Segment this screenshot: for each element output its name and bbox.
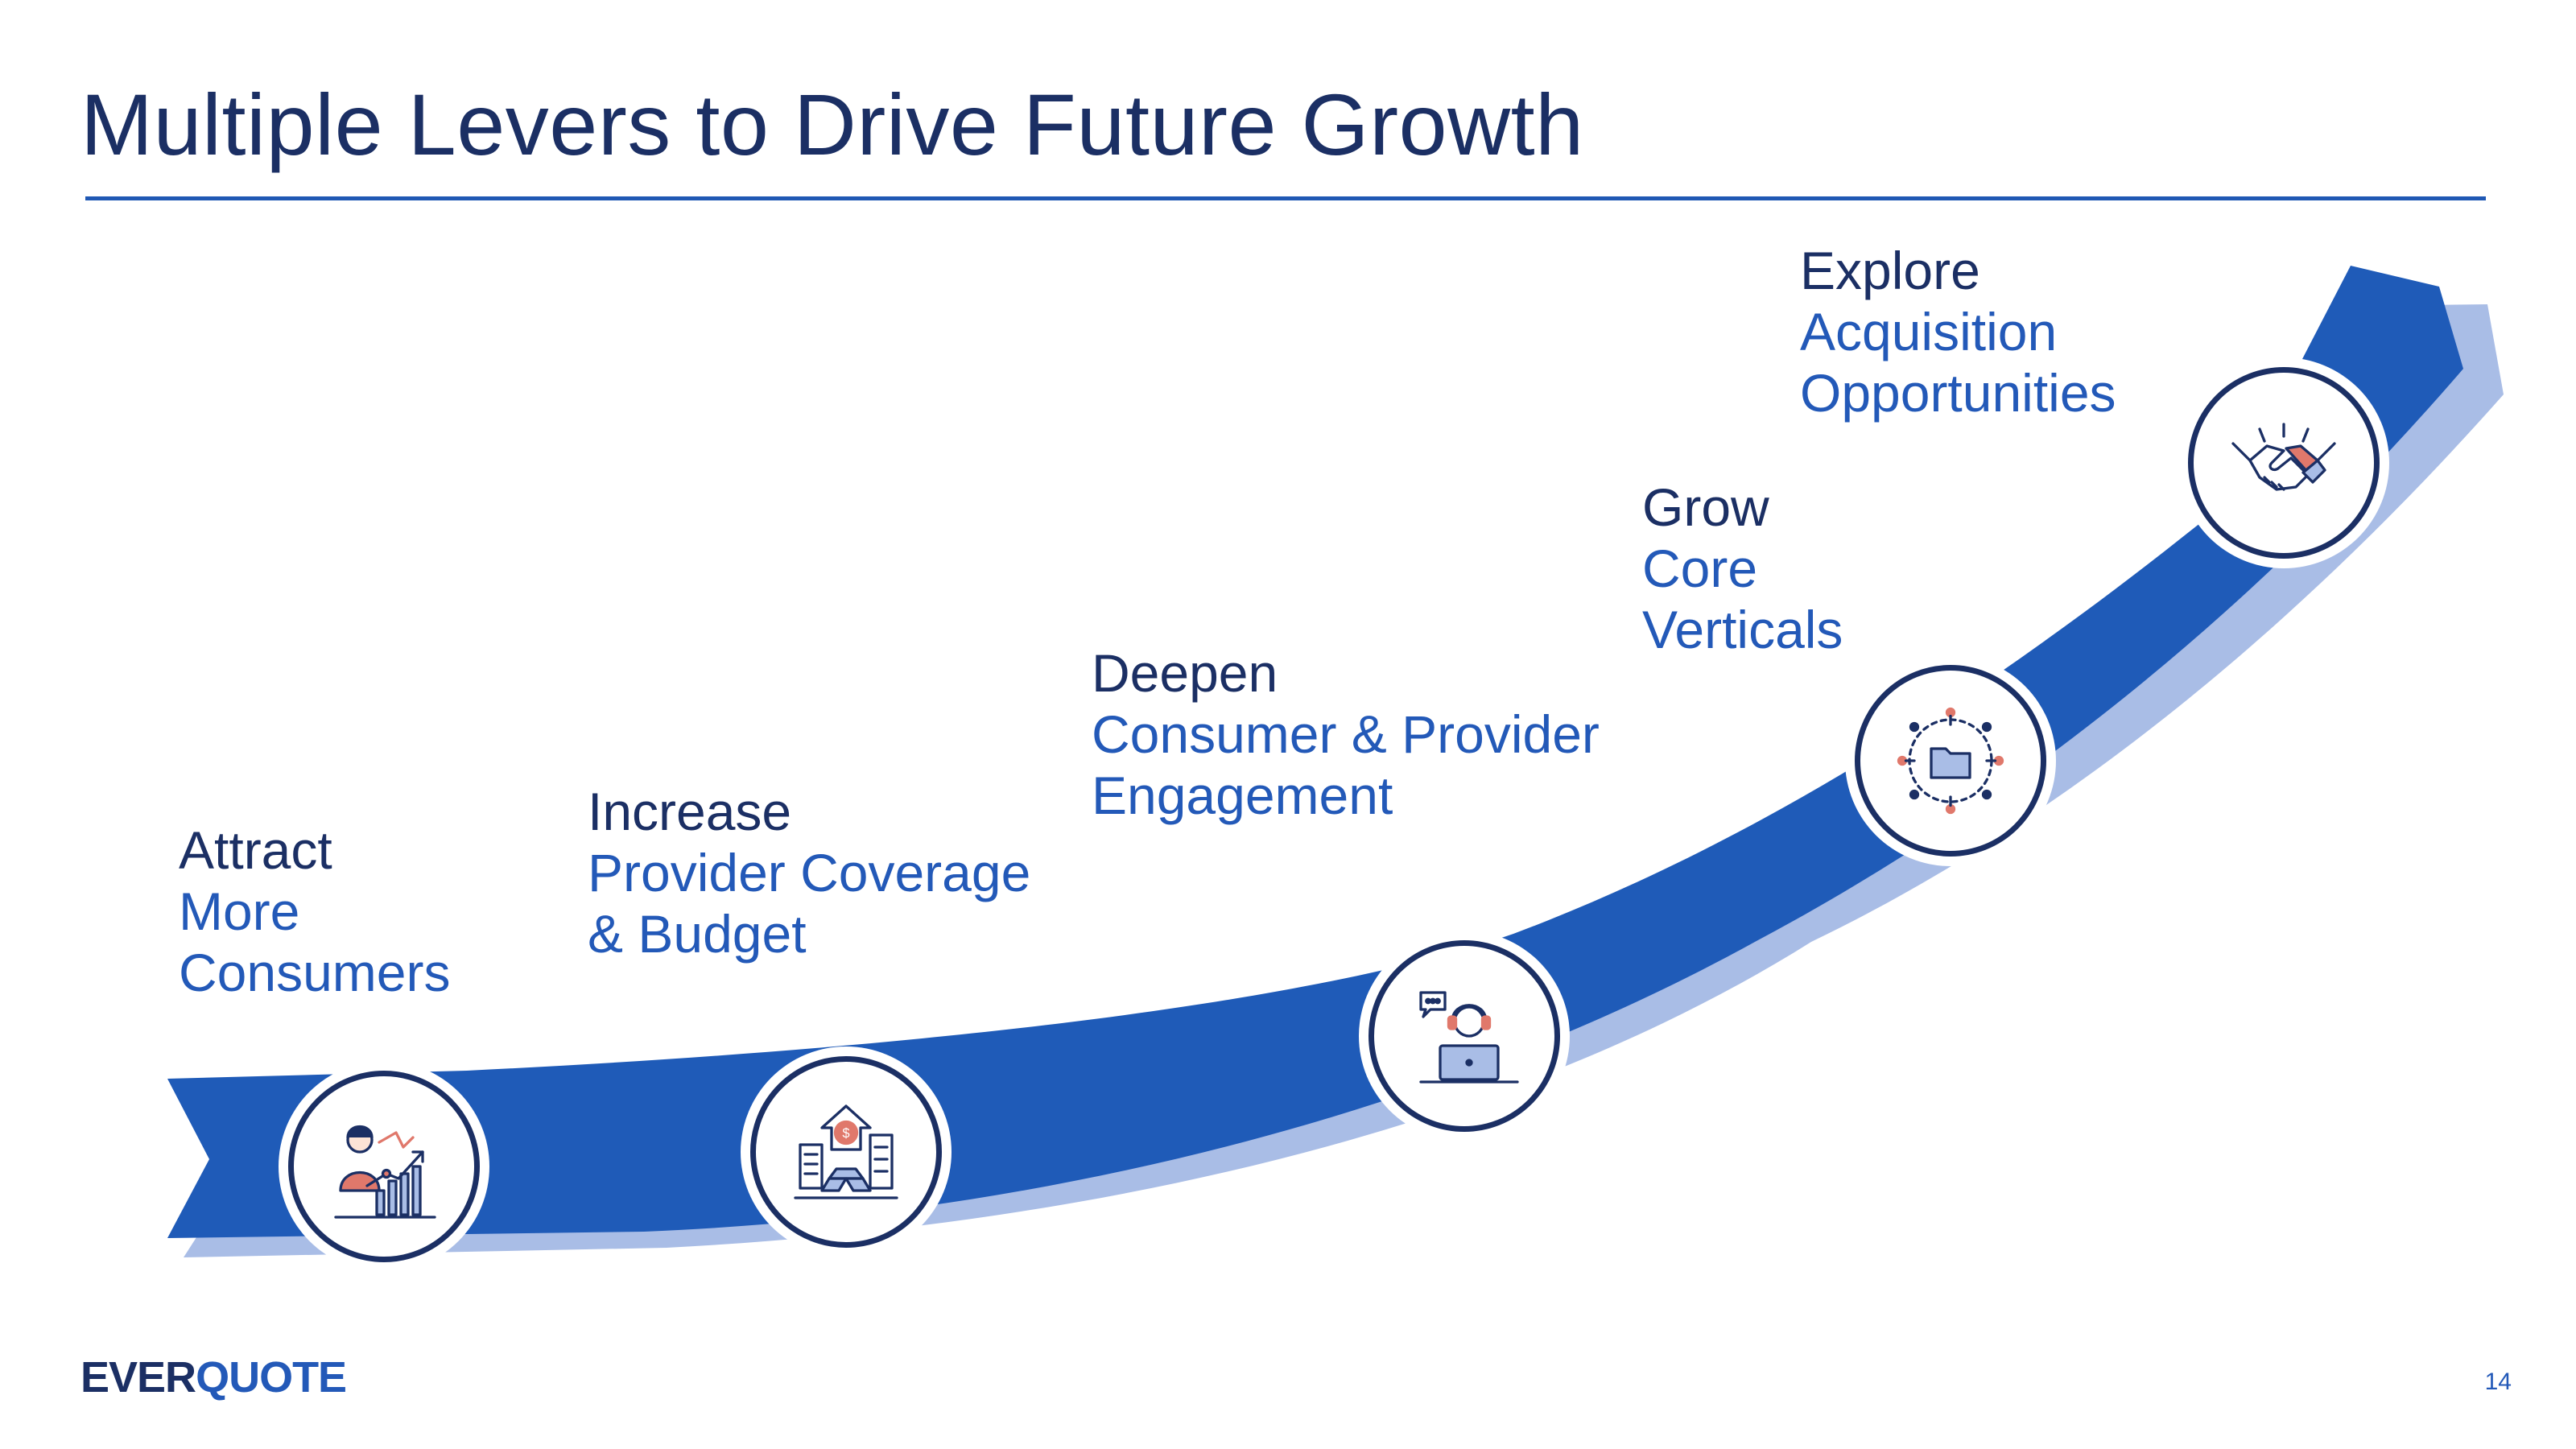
lever-icon-deepen xyxy=(1368,940,1560,1132)
lever-label-increase: Increase Provider Coverage & Budget xyxy=(588,781,1030,964)
growth-person-icon xyxy=(334,1125,436,1219)
page-number: 14 xyxy=(2484,1368,2512,1395)
everquote-logo: EVERQUOTE xyxy=(80,1352,347,1402)
lever-label-attract: Attract More Consumers xyxy=(179,819,450,1003)
logo-part-quote: QUOTE xyxy=(196,1353,347,1402)
lever-verb: Explore xyxy=(1800,241,1980,300)
lever-verb: Deepen xyxy=(1092,643,1278,703)
lever-object-line2: Consumers xyxy=(179,943,451,1002)
slide-title: Multiple Levers to Drive Future Growth xyxy=(80,76,1584,173)
lever-verb: Increase xyxy=(588,782,792,841)
lever-label-grow: Grow Core Verticals xyxy=(1642,477,1843,660)
lever-label-deepen: Deepen Consumer & Provider Engagement xyxy=(1092,642,1600,826)
lever-icon-explore xyxy=(2188,367,2380,559)
lever-icon-increase: $ xyxy=(750,1056,942,1248)
folder-network-icon xyxy=(1897,707,2004,815)
lever-verb: Grow xyxy=(1642,477,1769,537)
lever-label-explore: Explore Acquisition Opportunities xyxy=(1800,240,2116,423)
lever-object-line2: Opportunities xyxy=(1800,363,2116,423)
lever-object-line2: & Budget xyxy=(588,904,807,964)
lever-object-line1: Provider Coverage xyxy=(588,843,1031,902)
money-buildings-icon: $ xyxy=(794,1104,898,1199)
lever-object-line1: Consumer & Provider xyxy=(1092,704,1600,764)
support-agent-icon xyxy=(1419,991,1519,1084)
lever-object-line1: Acquisition xyxy=(1800,302,2058,361)
lever-object-line2: Verticals xyxy=(1642,600,1843,659)
lever-object-line2: Engagement xyxy=(1092,766,1393,825)
lever-object-line1: Core xyxy=(1642,539,1758,598)
title-underline xyxy=(85,196,2486,200)
handshake-icon xyxy=(2231,423,2336,491)
lever-icon-attract xyxy=(288,1071,480,1262)
lever-object-line1: More xyxy=(179,881,300,941)
svg-text:$: $ xyxy=(842,1126,849,1141)
lever-icon-grow xyxy=(1855,665,2046,857)
logo-part-ever: EVER xyxy=(80,1353,196,1402)
lever-verb: Attract xyxy=(179,820,332,880)
